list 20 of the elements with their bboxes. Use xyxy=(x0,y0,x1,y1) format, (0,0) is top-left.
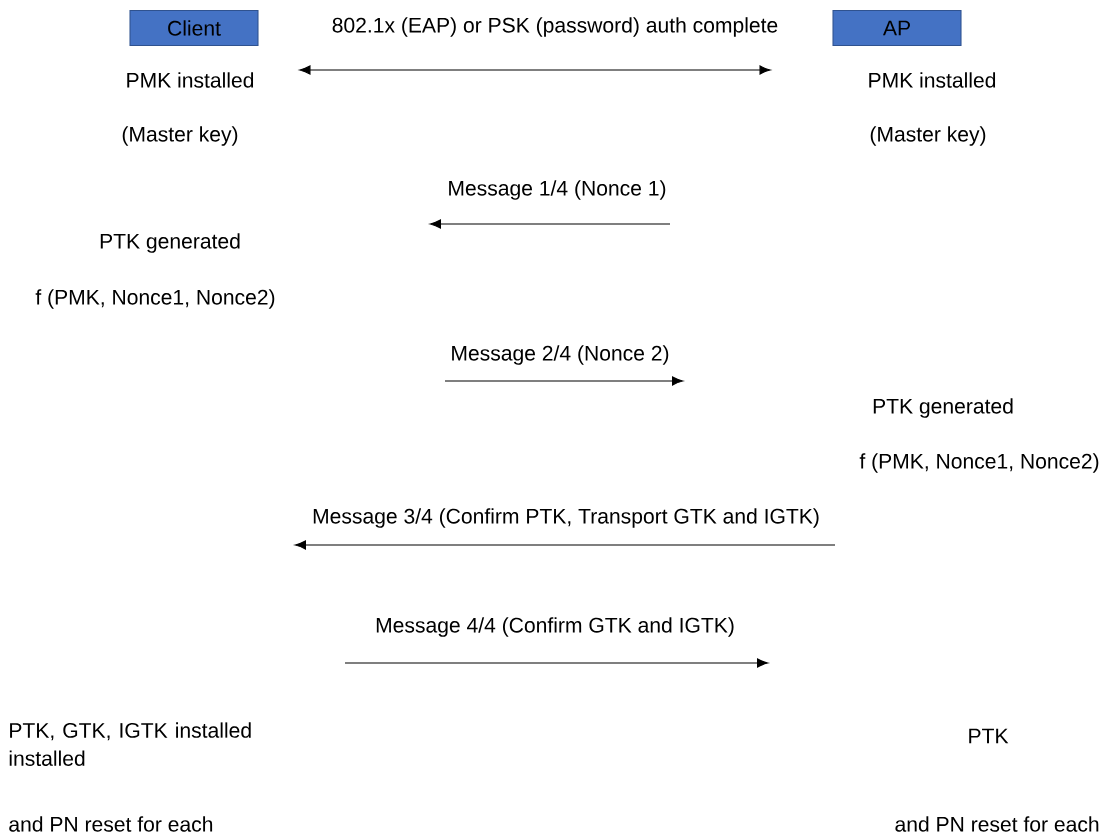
note-text: PTK generated xyxy=(873,398,1013,418)
participant-box: AP xyxy=(832,9,962,47)
message-label: 802.1x (EAP) or PSK (password) auth complete xyxy=(329,15,781,39)
note-text: PTK xyxy=(969,728,1009,744)
note-text: Message 3/4 (Confirm PTK, Transport GTK and IGTK) xyxy=(313,508,819,528)
note-text: f (PMK, Nonce1, Nonce2) xyxy=(35,289,275,309)
note-text: PMK installed xyxy=(869,72,996,88)
note-text: and PN reset for each xyxy=(895,816,1099,832)
note-text: (Master key) xyxy=(870,126,986,146)
note-text: PTK generated xyxy=(100,233,240,253)
participant-box: Client xyxy=(129,9,259,47)
note-text: Message 1/4 (Nonce 1) xyxy=(449,180,666,200)
note-text: PMK installed xyxy=(127,72,254,88)
message-arrow xyxy=(299,65,771,75)
note-text: (Master key) xyxy=(122,126,238,146)
note-text: f (PMK, Nonce1, Nonce2) xyxy=(859,453,1099,473)
note-text: Message 2/4 (Nonce 2) xyxy=(452,345,669,365)
note-text: Message 4/4 (Confirm GTK and IGTK) xyxy=(376,617,734,637)
note-text: PTK, GTK, IGTK installed installed xyxy=(9,722,251,766)
note-text: and PN reset for each xyxy=(9,816,213,832)
